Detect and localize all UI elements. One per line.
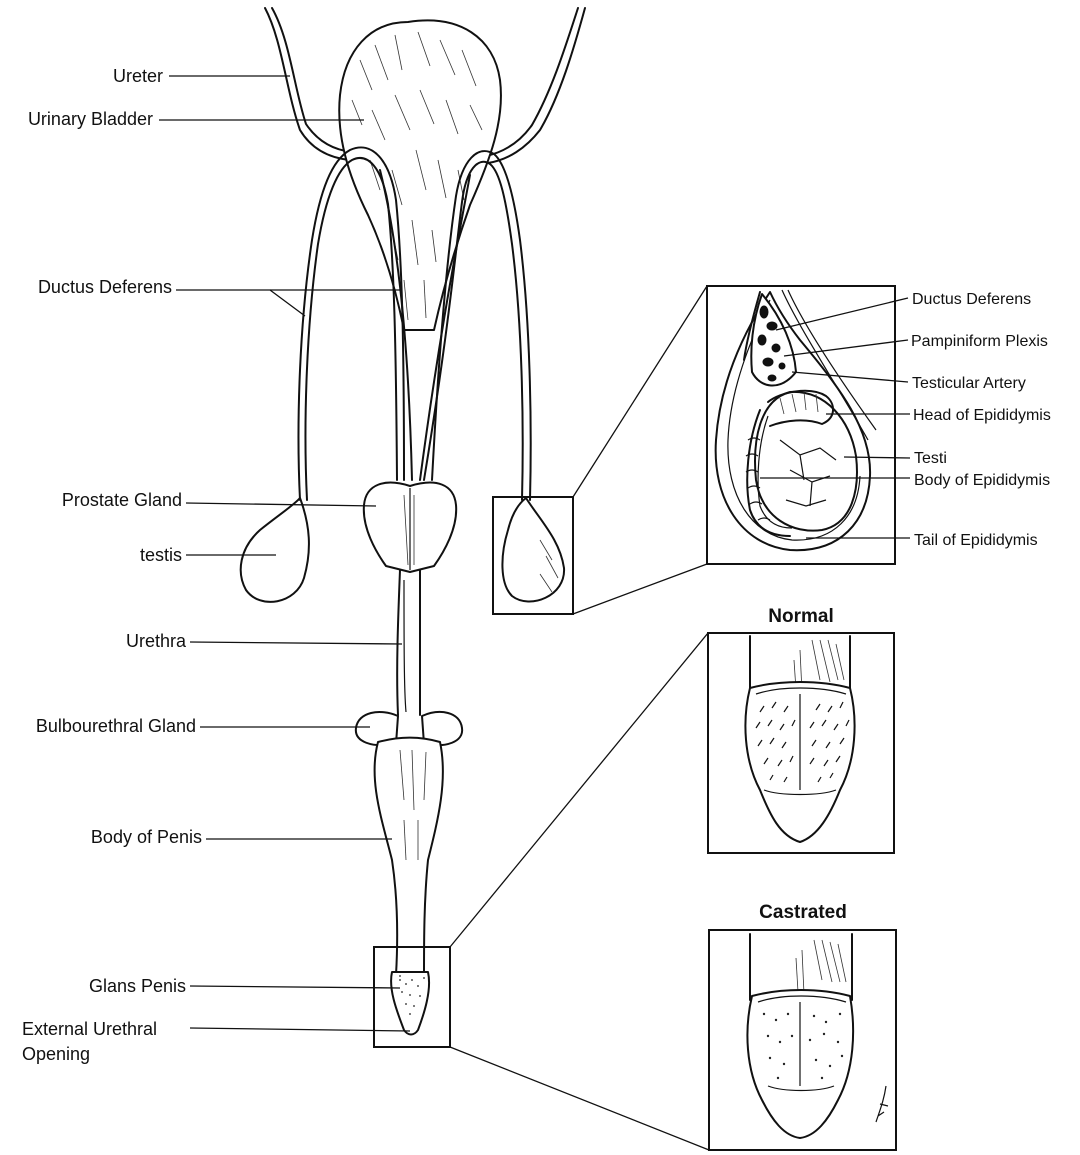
urinary-bladder-drawing bbox=[338, 19, 502, 331]
main-anatomy bbox=[239, 7, 586, 1048]
label-ductus-deferens: Ductus Deferens bbox=[38, 277, 172, 297]
pampiniform-plexis-vessels bbox=[757, 305, 786, 382]
label-prostate-gland: Prostate Gland bbox=[62, 490, 182, 510]
detail-label-ductus-deferens: Ductus Deferens bbox=[912, 291, 1031, 308]
detail-label-head-of-epididymis: Head of Epididymis bbox=[913, 407, 1051, 424]
normal-panel-frame bbox=[707, 632, 895, 854]
label-body-of-penis: Body of Penis bbox=[91, 827, 202, 847]
castrated-panel-title: Castrated bbox=[759, 902, 847, 923]
right-testis-drawing bbox=[501, 497, 566, 603]
normal-panel-title: Normal bbox=[768, 606, 833, 627]
detail-label-testicular-artery: Testicular Artery bbox=[912, 375, 1026, 392]
label-urinary-bladder: Urinary Bladder bbox=[28, 109, 153, 129]
glans-penis-drawing bbox=[390, 971, 430, 1036]
castrated-panel-frame bbox=[708, 929, 897, 1151]
detail-label-testi: Testi bbox=[914, 450, 947, 467]
left-labels: Ureter Urinary Bladder Ductus Deferens P… bbox=[22, 66, 411, 1064]
label-glans-penis: Glans Penis bbox=[89, 976, 186, 996]
testis-detail-frame bbox=[706, 285, 896, 565]
ductus-deferens-drawing bbox=[297, 146, 532, 501]
label-testis: testis bbox=[140, 545, 182, 565]
label-ureter: Ureter bbox=[113, 66, 163, 86]
testis-zoom-box bbox=[492, 496, 574, 615]
body-of-penis-drawing bbox=[373, 736, 444, 976]
castrated-panel: Castrated bbox=[449, 902, 897, 1151]
normal-panel: Normal bbox=[449, 606, 895, 948]
detail-label-body-of-epididymis: Body of Epididymis bbox=[914, 472, 1050, 489]
castrated-glans-dots bbox=[762, 1012, 844, 1080]
artist-signature bbox=[875, 1085, 889, 1123]
urethra-drawing bbox=[396, 569, 422, 716]
label-external-urethral-opening-line2: Opening bbox=[22, 1044, 90, 1064]
normal-penile-spines bbox=[755, 701, 850, 783]
glans-zoom-box bbox=[373, 946, 451, 1048]
label-bulbourethral-gland: Bulbourethral Gland bbox=[36, 716, 196, 736]
detail-label-pampiniform-plexis: Pampiniform Plexis bbox=[911, 333, 1048, 350]
left-testis-drawing bbox=[239, 497, 310, 603]
prostate-gland-drawing bbox=[362, 481, 458, 573]
detail-label-tail-of-epididymis: Tail of Epididymis bbox=[914, 532, 1038, 549]
testis-detail-panel: Ductus Deferens Pampiniform Plexis Testi… bbox=[572, 285, 1051, 615]
label-external-urethral-opening-line1: External Urethral bbox=[22, 1019, 157, 1039]
label-urethra: Urethra bbox=[126, 631, 187, 651]
